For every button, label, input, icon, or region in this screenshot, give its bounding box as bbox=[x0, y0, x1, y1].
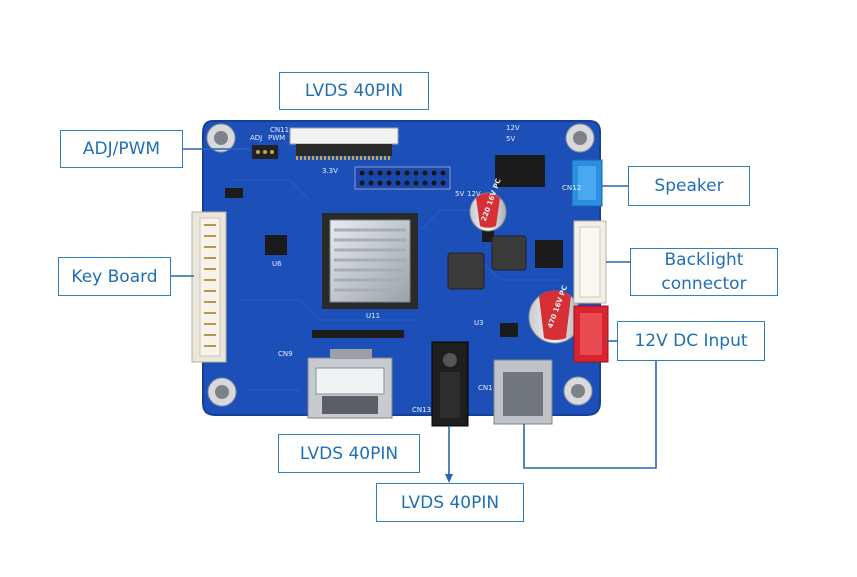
label-lvds-top: LVDS 40PIN bbox=[279, 72, 429, 110]
label-speaker: Speaker bbox=[628, 166, 750, 206]
label-text: ADJ/PWM bbox=[82, 139, 161, 159]
silk-cn12: CN12 bbox=[562, 184, 581, 192]
label-text-line1: Backlight bbox=[664, 250, 744, 270]
video-port bbox=[307, 349, 393, 419]
arrowhead-icon bbox=[445, 474, 453, 483]
dc-barrel-socket bbox=[493, 359, 553, 425]
silk-pwm: PWM bbox=[268, 134, 285, 142]
silk-adj: ADJ bbox=[250, 134, 262, 142]
label-backlight-connector: Backlight connector bbox=[630, 248, 778, 296]
silk-12v-top: 12V bbox=[506, 124, 520, 132]
pin-header-holes bbox=[354, 166, 451, 190]
label-12v-dc-input: 12V DC Input bbox=[617, 321, 765, 361]
capacitor-470 bbox=[528, 290, 582, 344]
label-text: LVDS 40PIN bbox=[304, 81, 404, 101]
key-board-connector bbox=[191, 211, 227, 363]
silk-cn1: CN1 bbox=[478, 384, 493, 392]
audio-jack bbox=[431, 341, 469, 427]
silk-u6: U6 bbox=[272, 260, 282, 268]
label-text: Speaker bbox=[654, 176, 724, 196]
label-text: 12V DC Input bbox=[634, 331, 748, 351]
label-text-line2: connector bbox=[661, 274, 747, 294]
label-lvds-bottom: LVDS 40PIN bbox=[376, 483, 524, 522]
mounting-holes bbox=[206, 123, 595, 407]
silk-cn13: CN13 bbox=[412, 406, 431, 414]
silk-5v: 5V bbox=[455, 190, 464, 198]
capacitor-220 bbox=[469, 192, 507, 232]
label-key-board: Key Board bbox=[58, 257, 171, 296]
label-lvds-bottom-left: LVDS 40PIN bbox=[278, 434, 420, 473]
small-chips bbox=[225, 155, 563, 338]
speaker-connector bbox=[571, 159, 603, 207]
label-text: LVDS 40PIN bbox=[400, 492, 500, 513]
silk-5v-top: 5V bbox=[506, 135, 515, 143]
dc-input-connector bbox=[573, 305, 609, 363]
label-text: LVDS 40PIN bbox=[299, 443, 399, 464]
inductor-1 bbox=[447, 252, 485, 290]
leader-lines bbox=[171, 148, 657, 478]
silk-12v: 12V bbox=[467, 190, 481, 198]
adj-pwm-header bbox=[252, 145, 278, 159]
label-text: Key Board bbox=[71, 266, 158, 287]
silk-cn11: CN11 bbox=[270, 126, 289, 134]
lvds-fpc-connector bbox=[289, 127, 399, 160]
silk-u11: U11 bbox=[366, 312, 380, 320]
label-adj-pwm: ADJ/PWM bbox=[60, 130, 183, 168]
silk-3v3: 3.3V bbox=[322, 167, 338, 175]
inductor-2 bbox=[491, 235, 527, 271]
silk-cn9: CN9 bbox=[278, 350, 293, 358]
silk-u3: U3 bbox=[474, 319, 484, 327]
backlight-connector bbox=[573, 220, 607, 304]
heatsink bbox=[322, 213, 418, 309]
